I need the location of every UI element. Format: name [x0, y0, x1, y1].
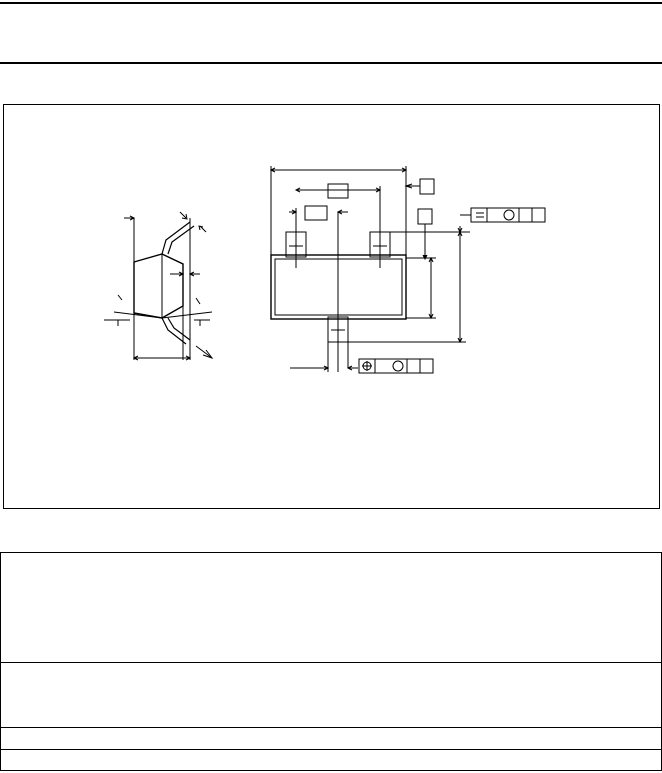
datum-box-a: [419, 178, 435, 195]
side-view-body: [133, 253, 184, 319]
feature-control-frame-position: [358, 358, 434, 374]
header-top-rule: [0, 2, 662, 4]
feature-control-frame-parallelism: [470, 207, 546, 223]
notes-table-divider-1: [1, 662, 661, 663]
basic-dimension-box-half-pitch: [304, 205, 328, 221]
drawing-frame: [3, 104, 660, 509]
datum-box-b: [417, 208, 433, 225]
notes-table-divider-2: [1, 727, 661, 728]
basic-dimension-box-pitch: [327, 183, 349, 199]
side-view: [104, 211, 214, 361]
top-view: [269, 166, 546, 374]
notes-table-divider-3: [1, 749, 661, 750]
side-view-upper-lead: [161, 221, 191, 255]
side-view-lower-lead: [161, 317, 187, 345]
header-bottom-rule: [0, 62, 662, 64]
